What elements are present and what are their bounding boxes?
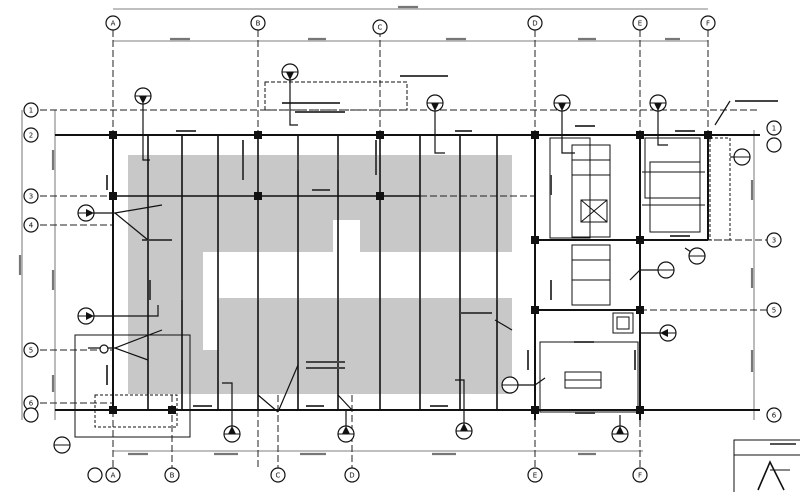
grid-bubbles-left xyxy=(23,102,39,423)
grid-bubble-left-4 xyxy=(23,217,39,233)
grid-label-bottom-d: C xyxy=(276,472,281,480)
grid-label-left-4: 4 xyxy=(29,222,34,230)
grid-bubble-left-2 xyxy=(23,127,39,143)
grid-label-left-5: 5 xyxy=(29,347,33,355)
grid-bubble-bottom-a xyxy=(87,467,103,483)
grid-bubble-top-d xyxy=(527,15,543,31)
grid-label-left-2: 2 xyxy=(29,132,33,140)
dimension-lines xyxy=(21,8,755,452)
slab-zone-right xyxy=(410,155,512,252)
grid-label-left-6: 6 xyxy=(29,400,34,408)
grid-bubbles-top xyxy=(105,15,716,35)
grid-bubble-top-b xyxy=(250,15,266,31)
grid-label-top-f: F xyxy=(706,20,710,28)
grid-label-left-3: 3 xyxy=(29,193,33,201)
grid-bubble-right-5 xyxy=(766,407,782,423)
slab-zone-left xyxy=(128,222,203,394)
grid-bubbles-right xyxy=(766,120,782,423)
beam-label-marks xyxy=(142,75,778,414)
dimension-text-marks xyxy=(18,5,754,456)
vertical-label-marks xyxy=(106,140,636,385)
slab-zone-top-mid xyxy=(230,155,410,220)
grid-bubble-top-c xyxy=(372,19,388,35)
grid-label-right-5: 5 xyxy=(772,307,776,315)
grid-bubble-left-7 xyxy=(23,407,39,423)
grid-label-bottom-c: B xyxy=(170,472,175,480)
grid-label-right-1: 1 xyxy=(772,125,776,133)
grid-label-left-1: 1 xyxy=(29,107,33,115)
grid-label-bottom-b: A xyxy=(111,472,116,480)
grid-label-bottom-g: F xyxy=(638,472,642,480)
grid-bubble-labels: A B C D E F A B C D E F 1 2 3 4 5 6 1 3 … xyxy=(29,20,777,480)
slab-zone-top-left xyxy=(128,155,230,223)
grid-bubble-right-2 xyxy=(766,137,782,153)
stair-core xyxy=(74,81,731,438)
grid-bubble-left-3 xyxy=(23,188,39,204)
grid-bubble-top-a xyxy=(105,15,121,31)
grid-label-top-b: B xyxy=(256,20,261,28)
grid-label-bottom-e: D xyxy=(349,472,354,480)
grid-label-top-d: D xyxy=(532,20,537,28)
grid-label-right-6: 6 xyxy=(772,412,777,420)
grid-bubbles-bottom xyxy=(87,467,648,483)
columns xyxy=(109,131,712,414)
callout-18 xyxy=(99,344,109,354)
grid-label-top-a: A xyxy=(111,20,116,28)
grid-bubble-bottom-b xyxy=(105,467,121,483)
grid-label-top-e: E xyxy=(638,20,642,28)
slab-zone-lower-left xyxy=(203,350,218,394)
grid-bubble-right-4 xyxy=(766,302,782,318)
slab-zone-band xyxy=(203,220,333,252)
grid-label-top-c: C xyxy=(378,24,383,32)
grid-bubble-bottom-e xyxy=(344,467,360,483)
floor-joists xyxy=(147,135,498,410)
grid-bubble-bottom-c xyxy=(164,467,180,483)
grid-bubble-right-1 xyxy=(766,120,782,136)
grid-bubble-bottom-g xyxy=(632,467,648,483)
grid-bubble-right-3 xyxy=(766,232,782,248)
grid-bubble-top-e xyxy=(632,15,648,31)
grid-bubble-bottom-d xyxy=(270,467,286,483)
grid-bubble-top-f xyxy=(700,15,716,31)
grid-label-right-3: 3 xyxy=(772,237,776,245)
grid-bubble-bottom-f xyxy=(527,467,543,483)
grid-label-bottom-f: E xyxy=(533,472,537,480)
title-block xyxy=(733,439,800,496)
grid-bubble-left-1 xyxy=(23,102,39,118)
callout-pointers xyxy=(86,72,668,434)
grid-bubble-left-5 xyxy=(23,342,39,358)
